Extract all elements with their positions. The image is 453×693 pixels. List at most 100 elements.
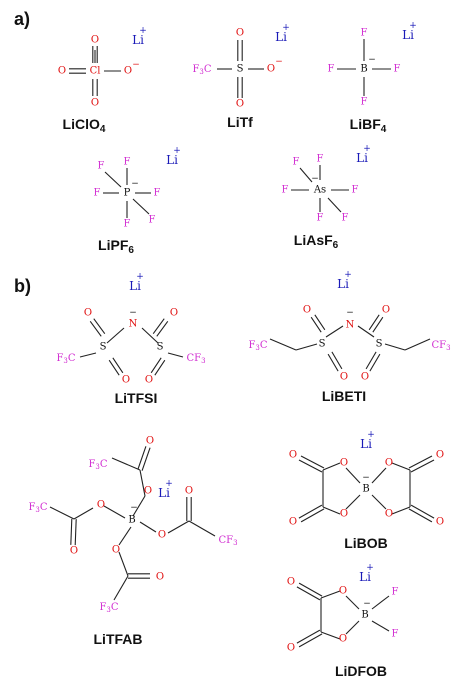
cf3-group-tf-c: C — [204, 64, 212, 75]
cf3-group-tfab-lower: F3C — [99, 602, 118, 615]
bond-line — [371, 620, 390, 632]
li-plus-charge-9: + — [367, 430, 375, 440]
bond-line — [132, 198, 150, 215]
f-atom-bf4-top: F — [361, 28, 368, 39]
o-atom-bob-5: O — [289, 450, 297, 461]
compound-label-lipf6: LiPF6 — [98, 237, 134, 256]
bond-line — [357, 325, 375, 338]
s-atom-tfsi-left: S — [100, 342, 107, 353]
double-bond-line — [137, 446, 147, 470]
cf3-group-tfab-upper-sub: 3 — [95, 463, 99, 471]
f-atom-pf6-top: F — [124, 157, 131, 168]
li-cation-3: Li — [402, 28, 414, 42]
p-atom-pf6: P — [124, 188, 131, 199]
cf3-group-tfsi-left-f: F — [56, 353, 63, 364]
o-atom-bob-1: O — [340, 458, 348, 469]
bond-line — [73, 507, 94, 520]
cf3-group-tfab-upper-f: F — [88, 459, 95, 470]
o-atom-tf-right: O — [267, 64, 275, 75]
b-atom-bob: B — [362, 484, 369, 495]
double-bond-line — [298, 504, 323, 519]
o-atom-tfsi-1: O — [84, 308, 92, 319]
double-bond-line — [408, 508, 433, 523]
bond-line — [391, 462, 411, 471]
bond-line — [104, 171, 122, 188]
f-atom-pf6-lower-right: F — [149, 215, 156, 226]
double-bond-line — [93, 318, 106, 335]
cf3-group-tfab-lower-f: F — [99, 602, 106, 613]
compound-name-lidfob: LiDFOB — [335, 663, 387, 679]
bond-line — [322, 506, 341, 515]
compound-label-liclo4: LiClO4 — [63, 116, 106, 135]
f-atom-asf6-right: F — [352, 185, 359, 196]
cf3-group-beti-left-c: C — [260, 340, 268, 351]
li-cation-7: Li — [337, 277, 349, 291]
bond-line — [345, 595, 360, 610]
bond-line — [132, 495, 146, 517]
cf3-group-tfsi-right: CF3 — [186, 353, 205, 366]
compound-name-lipf6: LiPF — [98, 237, 129, 253]
double-bond-line — [410, 459, 435, 473]
bond-line — [103, 505, 126, 519]
double-bond-line — [298, 582, 323, 597]
bond-line — [118, 526, 132, 546]
b-atom-tfab: B — [128, 515, 135, 526]
o-atom-tf-bottom: O — [236, 99, 244, 110]
compound-name-libob: LiBOB — [344, 535, 388, 551]
f-atom-asf6-left: F — [282, 185, 289, 196]
f-atom-dfob-2: F — [392, 629, 399, 640]
o-atom-bob-3: O — [385, 458, 393, 469]
double-bond-line — [300, 455, 325, 469]
o-atom-bob-8: O — [436, 517, 444, 528]
o-atom-beti-2: O — [340, 372, 348, 383]
compound-subscript-liclo4: 4 — [100, 124, 106, 135]
o-atom-right: O — [124, 66, 132, 77]
minus-charge-clo4: − — [132, 60, 140, 70]
bond-line — [269, 338, 297, 351]
cf3-group-tfab-right-sub: 3 — [233, 539, 237, 547]
o-atom-bob-6: O — [289, 517, 297, 528]
o-atom-left: O — [58, 66, 66, 77]
bond-line — [118, 551, 129, 577]
double-bond-line — [296, 586, 321, 601]
o-atom-beti-4: O — [361, 372, 369, 383]
compound-name-libf4: LiBF — [350, 116, 382, 132]
bond-line — [167, 520, 190, 534]
double-bond-line — [372, 316, 384, 333]
bond-line — [106, 327, 125, 344]
o-atom-dfob-2: O — [339, 634, 347, 645]
cf3-group-tfsi-left-sub: 3 — [63, 357, 67, 365]
bond-lines — [49, 39, 435, 648]
li-plus-charge-8: + — [165, 479, 173, 489]
s-atom-beti-left: S — [319, 339, 326, 350]
cf3-group-beti-left-f: F — [248, 340, 255, 351]
double-bond-line — [368, 314, 380, 331]
double-bond-line — [89, 320, 102, 337]
double-bond-line — [112, 357, 124, 374]
li-plus-charge-3: + — [409, 21, 417, 31]
o-atom-tfab-right: O — [158, 530, 166, 541]
o-atom-beti-3: O — [382, 305, 390, 316]
n-atom-beti: N — [346, 320, 355, 331]
li-plus-charge-7: + — [344, 270, 352, 280]
bond-line — [79, 352, 97, 358]
double-bond-line — [156, 320, 169, 337]
bond-line — [139, 469, 146, 497]
s-atom-tfsi-right: S — [157, 342, 164, 353]
f-atom-pf6-right: F — [154, 188, 161, 199]
double-bond-line — [365, 351, 377, 370]
double-bond-line — [108, 359, 120, 376]
o-atom-dfob-1: O — [339, 586, 347, 597]
li-plus-charge-6: + — [136, 272, 144, 282]
cf3-group-tfab-left-sub: 3 — [35, 506, 39, 514]
compound-label-libeti: LiBETI — [322, 388, 366, 404]
li-plus-charge-2: + — [282, 23, 290, 33]
li-cation-9: Li — [360, 437, 372, 451]
bond-line — [320, 590, 341, 599]
o-atom-bottom: O — [91, 98, 99, 109]
double-bond-line — [408, 455, 433, 469]
li-cation-8: Li — [158, 486, 170, 500]
cf3-group-tf-sub: 3 — [199, 68, 203, 76]
f-atom-pf6-upper-left: F — [98, 161, 105, 172]
